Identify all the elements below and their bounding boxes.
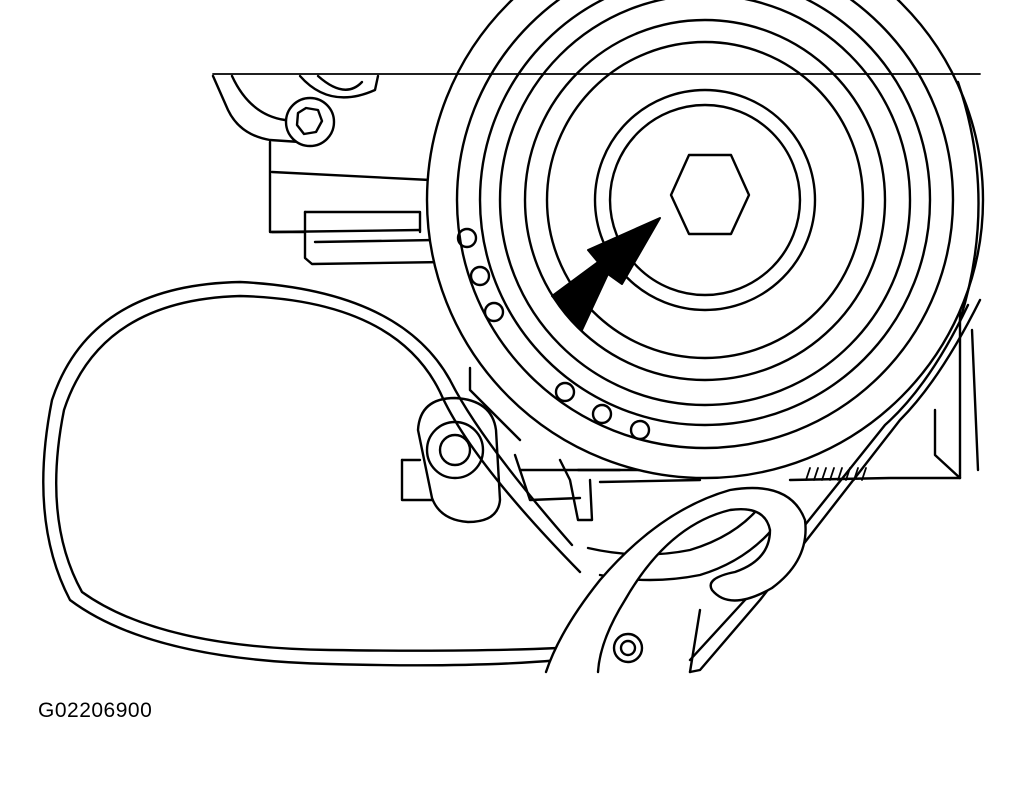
arrow-icon	[551, 217, 661, 331]
crankshaft-pulley	[425, 0, 985, 480]
hex-bolt-icon	[295, 106, 324, 136]
bracket-bolt	[284, 96, 336, 148]
engine-bracket	[211, 74, 447, 266]
idler-pulley	[416, 396, 502, 524]
timing-holes	[456, 227, 651, 441]
hex-bolt-icon	[669, 153, 751, 236]
lower-bracket	[400, 298, 980, 522]
figure-code: G02206900	[38, 699, 153, 722]
tensioner-wrench	[544, 486, 807, 674]
crankshaft-bolt	[669, 153, 751, 236]
